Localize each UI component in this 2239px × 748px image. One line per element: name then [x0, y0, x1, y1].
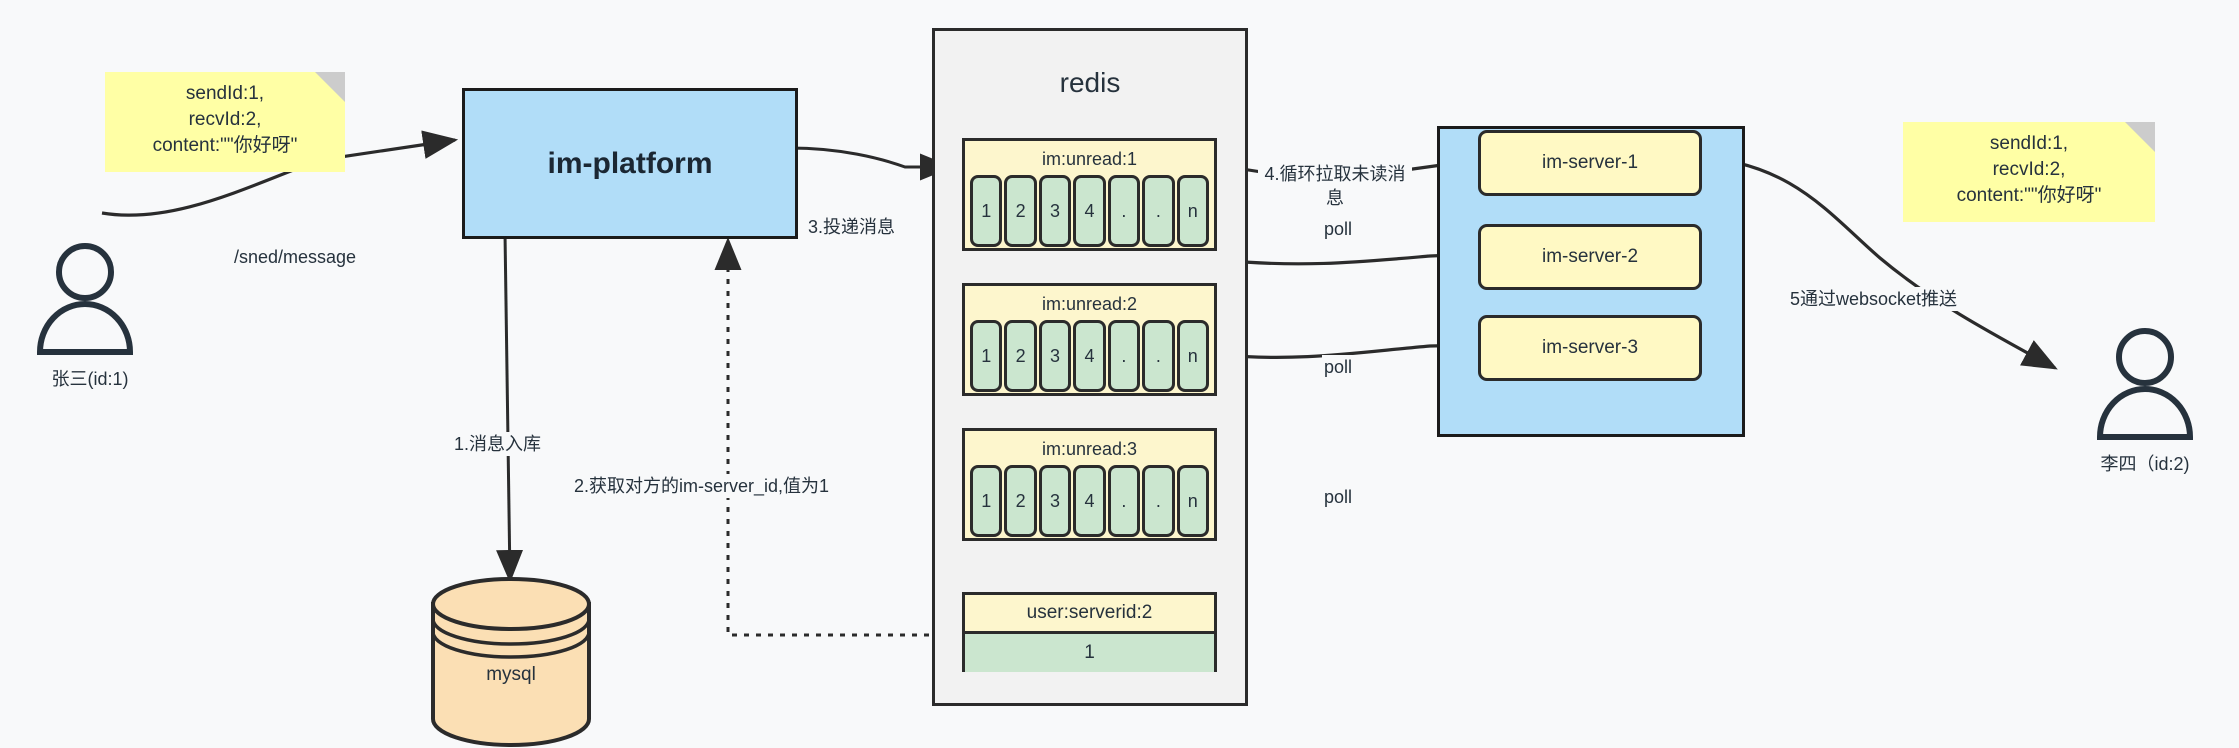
redis-list-cells: 1 2 3 4 . . n: [965, 465, 1214, 537]
list-cell: 2: [1004, 465, 1037, 537]
list-cell: 4: [1073, 465, 1106, 537]
note-receiver-payload: sendId:1, recvId:2, content:""你好呀": [1903, 122, 2155, 222]
node-im-server-1[interactable]: im-server-1: [1478, 130, 1702, 196]
note-sender-payload: sendId:1, recvId:2, content:""你好呀": [105, 72, 345, 172]
redis-kv-value: 1: [965, 634, 1214, 672]
node-im-server-3[interactable]: im-server-3: [1478, 315, 1702, 381]
list-cell: 4: [1073, 320, 1106, 392]
actor-receiver: [2090, 325, 2200, 445]
list-cell: .: [1107, 465, 1141, 537]
list-cell: 2: [1004, 320, 1037, 392]
redis-list-cells: 1 2 3 4 . . n: [965, 320, 1214, 392]
redis-kv-user-serverid[interactable]: user:serverid:2 1: [962, 592, 1217, 672]
node-mysql-label: mysql: [486, 664, 536, 685]
edge-label-poll-3: poll: [1322, 485, 1355, 509]
actor-sender: [30, 240, 140, 360]
edge-label-poll-1: poll: [1322, 217, 1355, 241]
redis-list-key: im:unread:2: [1041, 294, 1138, 314]
edge-label-send-message: /sned/message: [232, 245, 359, 269]
note-fold-corner: [315, 72, 345, 102]
redis-title: redis: [1059, 67, 1121, 98]
edge-label-step2: 2.获取对方的im-server_id,值为1: [572, 474, 832, 498]
list-cell: .: [1142, 320, 1175, 392]
list-cell: .: [1107, 320, 1141, 392]
redis-list-key: im:unread:3: [1041, 439, 1138, 459]
redis-list-im-unread-1[interactable]: im:unread:1 1 2 3 4 . . n: [962, 138, 1217, 251]
list-cell: .: [1142, 175, 1175, 247]
node-im-server-2[interactable]: im-server-2: [1478, 224, 1702, 290]
list-cell: n: [1176, 465, 1209, 537]
list-cell: 1: [970, 175, 1003, 247]
list-cell: n: [1176, 175, 1209, 247]
edge-label-poll-2: poll: [1322, 355, 1355, 379]
list-cell: 4: [1073, 175, 1106, 247]
note-fold-corner: [2125, 122, 2155, 152]
note-sender-text: sendId:1, recvId:2, content:""你好呀": [152, 83, 298, 156]
edge-label-step4: 4.循环拉取未读消 息: [1258, 162, 1412, 210]
redis-kv-key: user:serverid:2: [965, 595, 1214, 634]
list-cell: 1: [970, 465, 1003, 537]
note-receiver-text: sendId:1, recvId:2, content:""你好呀": [1956, 133, 2102, 206]
user-icon: [2096, 328, 2194, 440]
edge-label-step1: 1.消息入库: [452, 432, 544, 456]
node-mysql[interactable]: mysql: [428, 576, 594, 748]
actor-receiver-label: 李四（id:2): [2100, 454, 2190, 474]
edge-label-step3: 3.投递消息: [806, 215, 898, 239]
list-cell: .: [1107, 175, 1141, 247]
list-cell: n: [1176, 320, 1209, 392]
list-cell: 3: [1038, 320, 1072, 392]
redis-list-cells: 1 2 3 4 . . n: [965, 175, 1214, 247]
list-cell: 2: [1004, 175, 1037, 247]
redis-list-im-unread-2[interactable]: im:unread:2 1 2 3 4 . . n: [962, 283, 1217, 396]
node-im-platform[interactable]: im-platform: [462, 88, 798, 239]
edge-label-step5: 5通过websocket推送: [1788, 287, 1960, 311]
user-icon: [36, 243, 134, 355]
list-cell: .: [1142, 465, 1175, 537]
redis-list-key: im:unread:1: [1041, 149, 1138, 169]
list-cell: 3: [1038, 175, 1072, 247]
actor-sender-label: 张三(id:1): [51, 369, 129, 389]
list-cell: 1: [970, 320, 1003, 392]
database-cylinder-icon: [431, 577, 591, 747]
list-cell: 3: [1038, 465, 1072, 537]
redis-list-im-unread-3[interactable]: im:unread:3 1 2 3 4 . . n: [962, 428, 1217, 541]
